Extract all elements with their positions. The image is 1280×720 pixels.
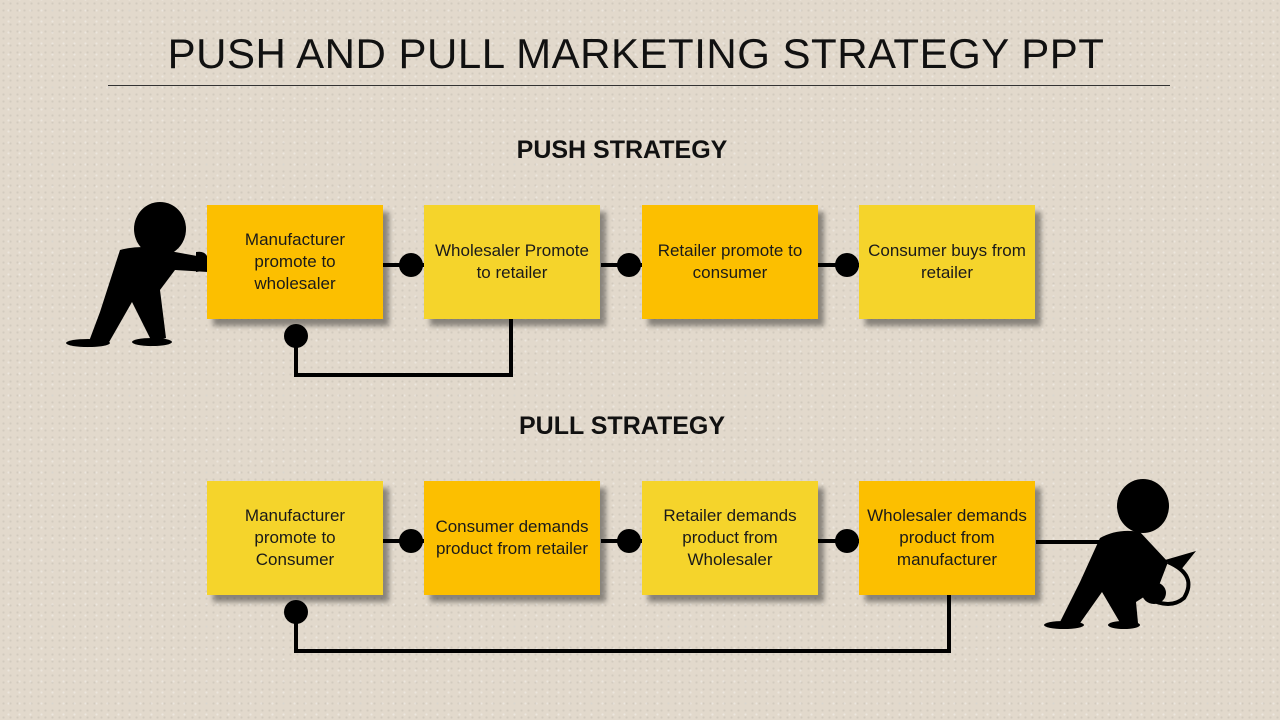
- push-step-retailer: Retailer promote to consumer: [642, 205, 818, 319]
- pull-strategy-heading: PULL STRATEGY: [518, 412, 726, 440]
- push-step-wholesaler: Wholesaler Promote to retailer: [424, 205, 600, 319]
- pull-step-consumer: Consumer demands product from retailer: [424, 481, 600, 595]
- push-step-manufacturer: Manufacturer promote to wholesaler: [207, 205, 383, 319]
- push-connector-dots: [284, 253, 859, 348]
- rope-icon: [1147, 560, 1191, 606]
- page-title: PUSH AND PULL MARKETING STRATEGY PPT: [167, 30, 1105, 77]
- title-divider: [108, 85, 1170, 86]
- pulling-person-icon: [1044, 479, 1196, 629]
- pull-connector-dots: [284, 529, 859, 624]
- pull-step-retailer: Retailer demands product from Wholesaler: [642, 481, 818, 595]
- pull-step-wholesaler: Wholesaler demands product from manufact…: [859, 481, 1035, 595]
- push-strategy-heading: PUSH STRATEGY: [516, 136, 728, 164]
- pull-step-manufacturer: Manufacturer promote to Consumer: [207, 481, 383, 595]
- push-step-consumer: Consumer buys from retailer: [859, 205, 1035, 319]
- pushing-person-icon: [66, 202, 208, 347]
